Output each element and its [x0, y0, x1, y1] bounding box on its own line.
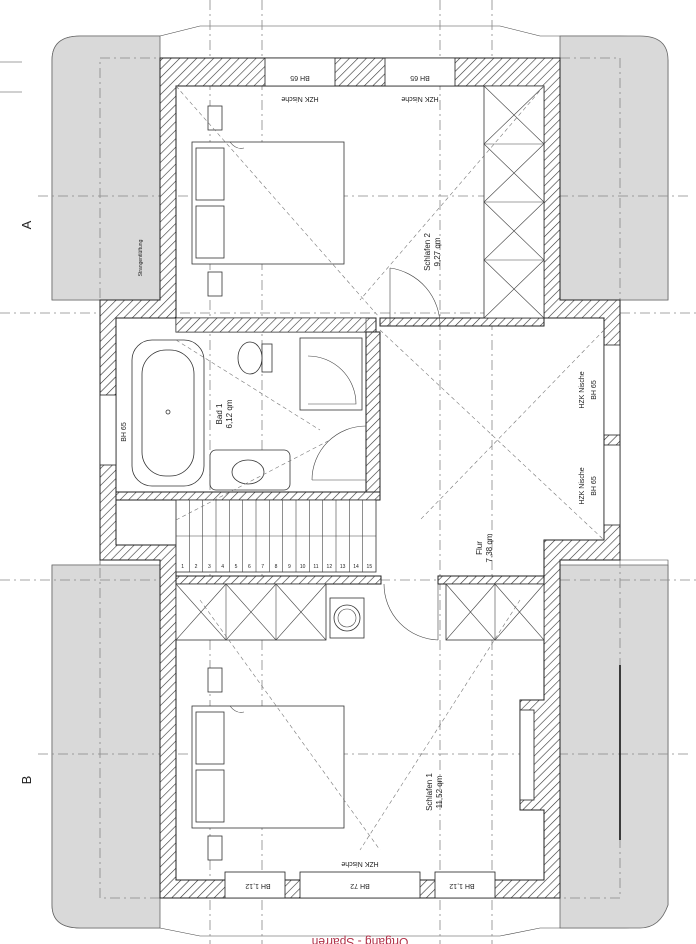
stair-step-number: 3 — [208, 564, 211, 570]
stair-step-number: 4 — [221, 564, 224, 570]
label-bh65-top-right: BH 65 — [410, 74, 430, 81]
wall-bedroom1-north — [175, 575, 382, 585]
room-schlafen2-name: Schlafen 2 — [423, 233, 432, 271]
stair-step-number: 2 — [195, 564, 198, 570]
window-left-bath — [99, 394, 117, 466]
bath-tile-strip — [175, 317, 367, 333]
stair-step-number: 6 — [248, 564, 251, 570]
wardrobe-bedroom1-left — [175, 583, 327, 641]
label-bh72-bottom: BH 72 — [350, 882, 370, 889]
door-bedroom2 — [389, 267, 441, 327]
room-flur-name: Flur — [475, 541, 484, 555]
window-right-bedroom — [519, 709, 535, 801]
room-schlafen2-area: 9,27 qm — [433, 237, 442, 266]
roof-pocket-bottom-left — [51, 564, 161, 929]
wall-bath-south — [115, 491, 381, 501]
label-hzk-top-left: HZK Nische — [281, 95, 318, 102]
window-right-upper — [603, 344, 621, 436]
label-hzk-top-right: HZK Nische — [401, 95, 438, 102]
wall-bath-flur — [365, 331, 381, 493]
slope-line-3 — [379, 329, 605, 541]
axis-label-a: A — [19, 220, 34, 229]
bed-bedroom1 — [191, 667, 345, 861]
stair-step-number: 14 — [353, 564, 359, 570]
slope-line-5 — [199, 599, 381, 851]
window-bottom-right — [434, 871, 496, 899]
stair-step-number: 10 — [300, 564, 306, 570]
washing-machine — [329, 597, 365, 639]
room-schlafen1-area: 11,52 qm — [435, 775, 444, 808]
axis-label-b: B — [19, 776, 34, 785]
slope-line-8 — [175, 439, 331, 521]
slope-line-2 — [359, 85, 545, 301]
window-top-right — [384, 57, 456, 87]
stair-step-number: 11 — [313, 564, 318, 570]
label-bh65-right-upper: BH 65 — [591, 380, 598, 400]
label-bh65-left: BH 65 — [121, 422, 128, 442]
exterior-wall — [99, 57, 621, 899]
toilet — [237, 341, 273, 375]
roof-pocket-top-right — [559, 35, 669, 301]
bed-bedroom2 — [191, 105, 345, 297]
slope-line-1 — [175, 85, 381, 319]
stair-step-number: 8 — [275, 564, 278, 570]
slope-line-4 — [419, 329, 605, 521]
door-bedroom1 — [383, 583, 439, 641]
window-right-lower — [603, 444, 621, 526]
wall-bedroom1-north-right — [437, 575, 545, 585]
label-bh65-top-left: BH 65 — [290, 74, 310, 81]
room-flur-area: 7,38 qm — [485, 533, 494, 562]
stair-step-number: 15 — [367, 564, 373, 570]
label-bh112-bottom-left: BH 1,12 — [245, 882, 270, 889]
label-bh65-right-lower: BH 65 — [591, 476, 598, 496]
stair-step-number: 9 — [288, 564, 291, 570]
door-bath — [311, 425, 367, 481]
shower — [299, 337, 363, 411]
label-hzk-bottom: HZK Nische — [341, 860, 378, 867]
stair-step-number: 5 — [235, 564, 238, 570]
stair-step-number: 12 — [327, 564, 333, 570]
slope-line-7 — [175, 339, 321, 431]
label-hzk-right-upper: HZK Nische — [579, 371, 586, 408]
stair-step-number: 7 — [261, 564, 264, 570]
label-strangentlueftung: Strangentlüftung — [138, 239, 144, 276]
wardrobe-bedroom2 — [483, 85, 545, 319]
footer-text: Ortgang - Sparren — [312, 935, 409, 944]
slope-line-6 — [359, 599, 521, 851]
room-bad1-area: 6,12 qm — [225, 399, 234, 428]
window-bottom-center — [299, 871, 421, 899]
room-schlafen1-name: Schlafen 1 — [425, 773, 434, 811]
label-hzk-right-lower: HZK Nische — [579, 467, 586, 504]
wardrobe-bedroom1-right — [445, 583, 545, 641]
window-top-left — [264, 57, 336, 87]
roof-pocket-bottom-right — [559, 564, 669, 929]
stair-step-number: 13 — [340, 564, 346, 570]
stair-step-number: 1 — [181, 564, 184, 570]
room-bad1-name: Bad 1 — [215, 403, 224, 424]
label-bh112-bottom-right: BH 1,12 — [449, 882, 474, 889]
wall-bedroom2-flur — [379, 317, 545, 327]
washbasin — [209, 449, 291, 491]
window-bottom-left — [224, 871, 286, 899]
bathtub — [131, 339, 205, 487]
